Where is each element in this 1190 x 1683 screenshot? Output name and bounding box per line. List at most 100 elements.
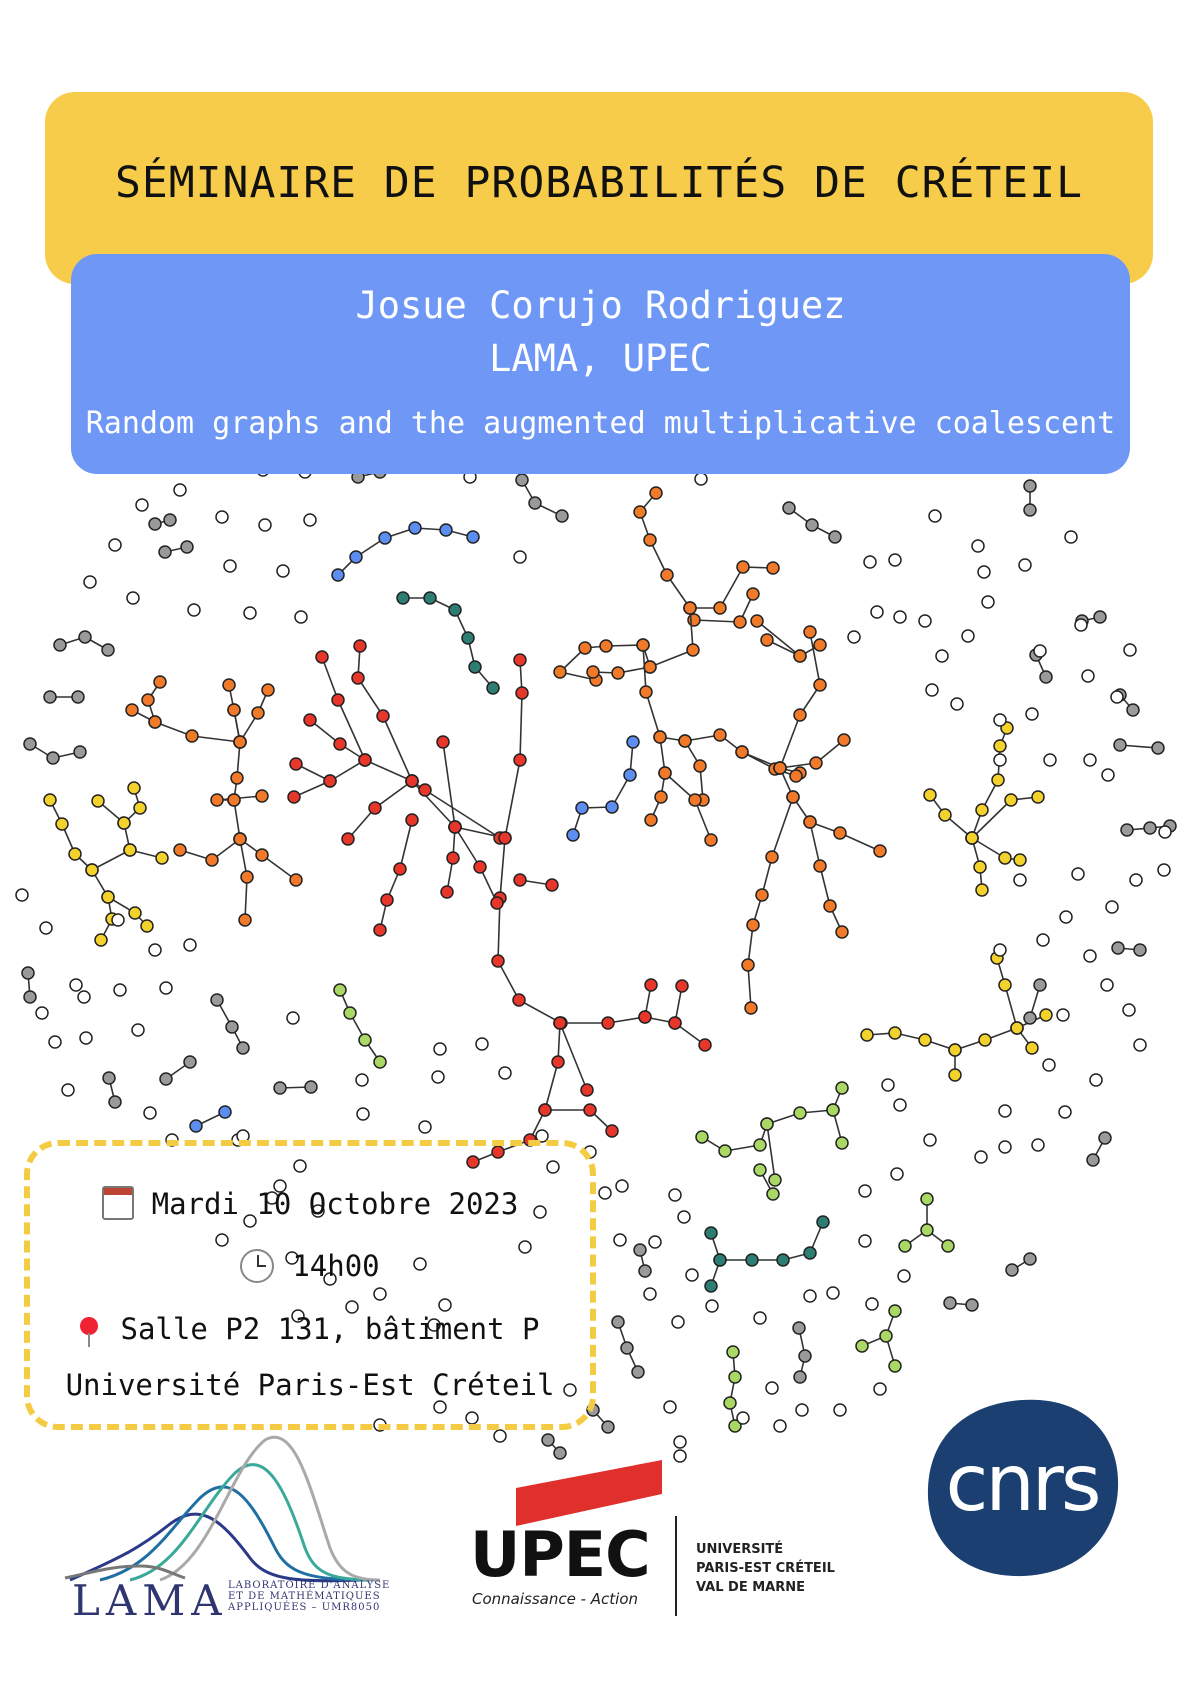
- graph-edge: [693, 619, 741, 623]
- graph-node: [805, 518, 819, 532]
- graph-node: [950, 697, 964, 711]
- graph-node: [1074, 618, 1088, 632]
- graph-node: [833, 826, 847, 840]
- graph-node: [704, 1226, 718, 1240]
- graph-node: [998, 978, 1012, 992]
- graph-node: [793, 1370, 807, 1384]
- graph-node: [148, 517, 162, 531]
- graph-edge: [747, 964, 752, 1009]
- graph-node: [583, 1103, 597, 1117]
- speaker-banner: Josue Corujo Rodriguez LAMA, UPEC Random…: [71, 254, 1130, 474]
- graph-node: [918, 614, 932, 628]
- graph-node: [515, 473, 529, 487]
- graph-node: [183, 938, 197, 952]
- graph-node: [1042, 1058, 1056, 1072]
- graph-node: [978, 1033, 992, 1047]
- graph-node: [888, 1304, 902, 1318]
- graph-node: [553, 665, 567, 679]
- graph-node: [863, 555, 877, 569]
- graph-node: [73, 745, 87, 759]
- event-time: 14h00: [292, 1249, 380, 1283]
- graph-node: [973, 860, 987, 874]
- graph-edge: [719, 566, 744, 609]
- graph-node: [688, 793, 702, 807]
- graph-node: [753, 1311, 767, 1325]
- graph-node: [205, 853, 219, 867]
- graph-node: [183, 1055, 197, 1069]
- graph-node: [413, 1257, 427, 1271]
- graph-node: [94, 933, 108, 947]
- graph-node: [1157, 863, 1171, 877]
- lama-logo-curves: [64, 1435, 380, 1583]
- event-date: Mardi 10 Octobre 2023: [151, 1187, 519, 1221]
- graph-node: [128, 906, 142, 920]
- graph-node: [644, 813, 658, 827]
- graph-edge: [382, 715, 413, 782]
- graph-node: [631, 1365, 645, 1379]
- graph-node: [975, 803, 989, 817]
- graph-node: [813, 638, 827, 652]
- graph-node: [898, 1239, 912, 1253]
- graph-node: [713, 1253, 727, 1267]
- graph-node: [48, 1035, 62, 1049]
- graph-node: [746, 918, 760, 932]
- graph-node: [998, 851, 1012, 865]
- graph-node: [1023, 1252, 1037, 1266]
- graph-edge: [91, 849, 131, 871]
- graph-node: [1004, 793, 1018, 807]
- graph-node: [238, 913, 252, 927]
- graph-node: [273, 1081, 287, 1095]
- graph-node: [835, 1081, 849, 1095]
- graph-node: [1056, 1008, 1070, 1022]
- graph-edge: [337, 699, 366, 761]
- graph-node: [341, 832, 355, 846]
- graph-node: [998, 1104, 1012, 1118]
- graph-node: [673, 1449, 687, 1463]
- graph-node: [786, 790, 800, 804]
- graph-node: [598, 1186, 612, 1200]
- event-room: Salle P2 131, bâtiment P: [120, 1312, 540, 1346]
- clock-icon: [240, 1249, 275, 1283]
- lama-subtitle: LABORATOIRE D'ANALYSE ET DE MATHÉMATIQUE…: [228, 1580, 408, 1613]
- graph-node: [291, 1309, 305, 1323]
- graph-node: [83, 575, 97, 589]
- graph-node: [345, 1300, 359, 1314]
- graph-node: [126, 591, 140, 605]
- graph-edge: [518, 999, 562, 1024]
- graph-edge: [424, 789, 501, 839]
- graph-node: [809, 756, 823, 770]
- graph-node: [835, 925, 849, 939]
- graph-node: [35, 1006, 49, 1020]
- graph-node: [294, 610, 308, 624]
- event-university: Université Paris-Est Créteil: [65, 1368, 555, 1402]
- graph-node: [793, 649, 807, 663]
- graph-node: [575, 801, 589, 815]
- graph-node: [723, 1396, 737, 1410]
- graph-node: [255, 789, 269, 803]
- graph-node: [677, 1210, 691, 1224]
- graph-node: [77, 990, 91, 1004]
- graph-node: [61, 1083, 75, 1097]
- graph-node: [23, 737, 37, 751]
- graph-edge: [357, 677, 384, 717]
- graph-node: [993, 713, 1007, 727]
- graph-node: [468, 660, 482, 674]
- graph-node: [858, 1184, 872, 1198]
- graph-node: [311, 1204, 325, 1218]
- graph-node: [643, 1287, 657, 1301]
- graph-node: [789, 769, 803, 783]
- graph-edge: [399, 819, 413, 870]
- graph-node: [760, 1117, 774, 1131]
- graph-node: [668, 1188, 682, 1202]
- graph-edge: [504, 759, 521, 839]
- graph-node: [1126, 703, 1140, 717]
- graph-node: [639, 685, 653, 699]
- graph-node: [515, 686, 529, 700]
- graph-node: [943, 1296, 957, 1310]
- graph-node: [133, 801, 147, 815]
- graph-node: [965, 1298, 979, 1312]
- graph-node: [21, 966, 35, 980]
- graph-node: [210, 793, 224, 807]
- graph-edge: [809, 821, 821, 867]
- graph-node: [473, 860, 487, 874]
